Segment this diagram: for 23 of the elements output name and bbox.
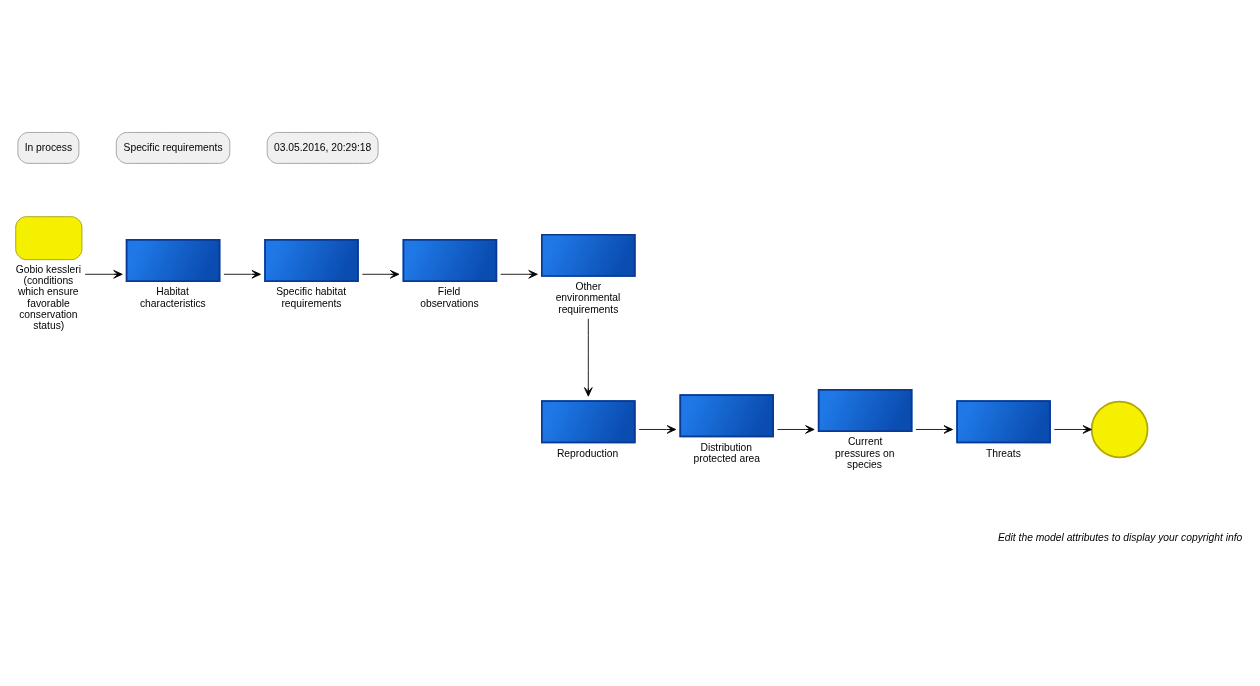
arrow bbox=[500, 269, 538, 279]
node-label: Threats bbox=[985, 447, 1021, 459]
label: Specific requirements bbox=[123, 141, 223, 153]
arrow bbox=[1053, 424, 1092, 434]
label: Edit the model attributes to display your copyright info bbox=[997, 531, 1243, 543]
node-label: Field observations bbox=[420, 285, 479, 309]
node-label: Distribution protected area bbox=[693, 441, 761, 464]
node-label: Reproduction bbox=[556, 447, 619, 459]
node-label: Current pressures on species bbox=[835, 435, 895, 470]
node-label: Gobio kessleri (conditions which ensure favorable conservation status) bbox=[15, 263, 81, 331]
arrow bbox=[777, 424, 815, 434]
arrow bbox=[638, 424, 677, 434]
label: In process bbox=[24, 141, 73, 153]
node-circle bbox=[1090, 400, 1149, 458]
arrow bbox=[915, 424, 953, 434]
node-label: Specific habitat requirements bbox=[276, 285, 347, 309]
node-label: Other environmental requirements bbox=[555, 280, 621, 315]
node-label: Habitat characteristics bbox=[139, 285, 206, 309]
label: 03.05.2016, 20:29:18 bbox=[273, 141, 372, 153]
arrow bbox=[584, 317, 593, 397]
arrow bbox=[361, 269, 400, 279]
arrow bbox=[223, 269, 261, 279]
arrow bbox=[84, 269, 123, 279]
